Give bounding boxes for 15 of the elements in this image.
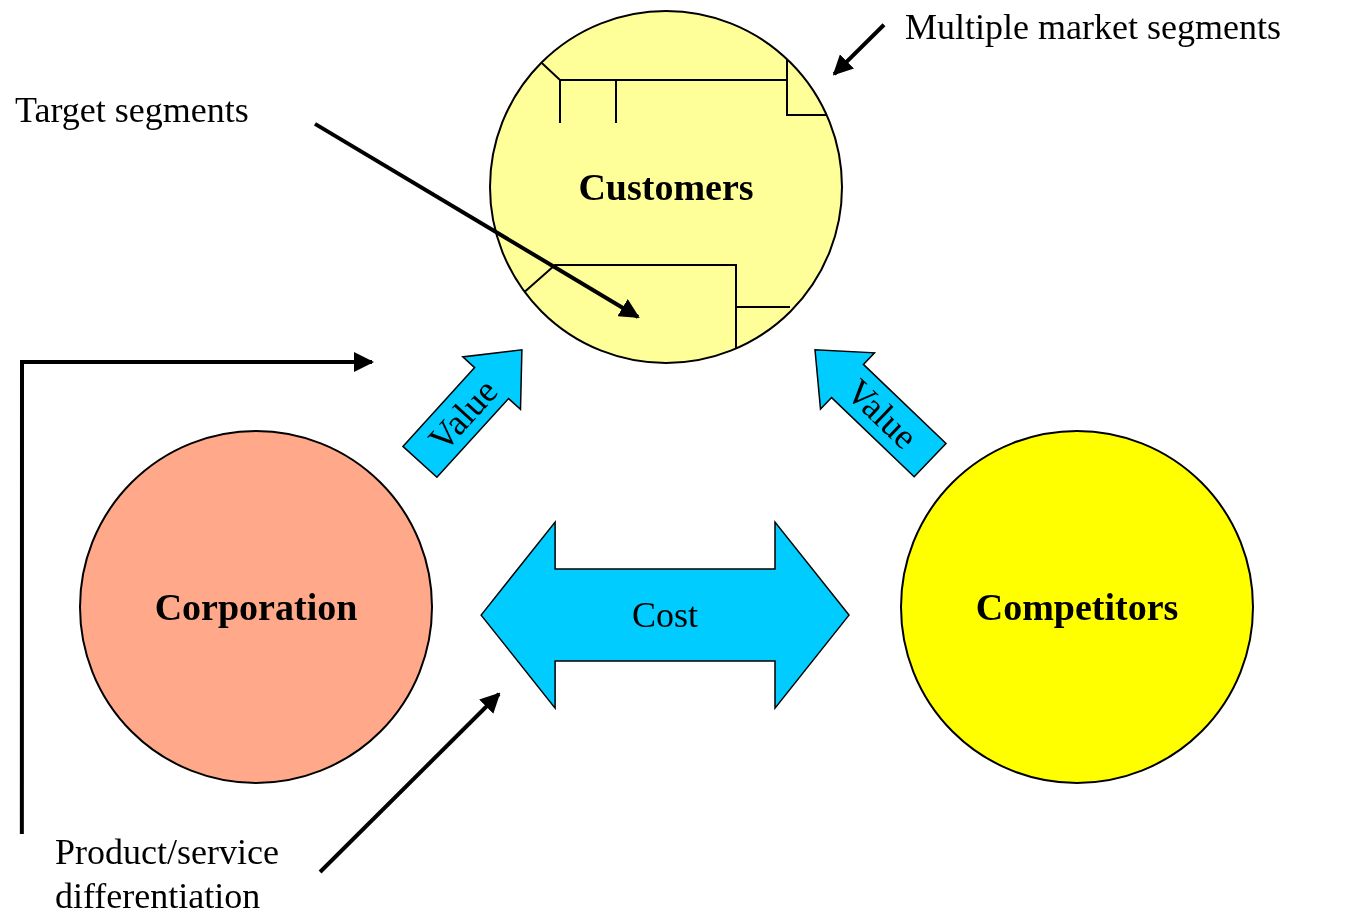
arrow-label: Value	[420, 371, 506, 459]
node-label: Competitors	[975, 585, 1179, 629]
block-arrow	[814, 349, 948, 478]
node-label: Customers	[578, 165, 754, 209]
arrow-label: Cost	[632, 595, 699, 636]
leader-arrow	[313, 122, 640, 319]
callout-text: Product/service differentiation	[55, 832, 279, 916]
callout-text: Multiple market segments	[905, 7, 1281, 47]
block-arrow	[401, 348, 523, 479]
leader-arrow	[19, 352, 374, 834]
callout-text: Target segments	[15, 90, 249, 130]
block-arrow	[480, 519, 850, 711]
leader-arrow	[318, 692, 501, 874]
node-label: Corporation	[154, 585, 358, 629]
leader-arrow	[832, 23, 886, 76]
